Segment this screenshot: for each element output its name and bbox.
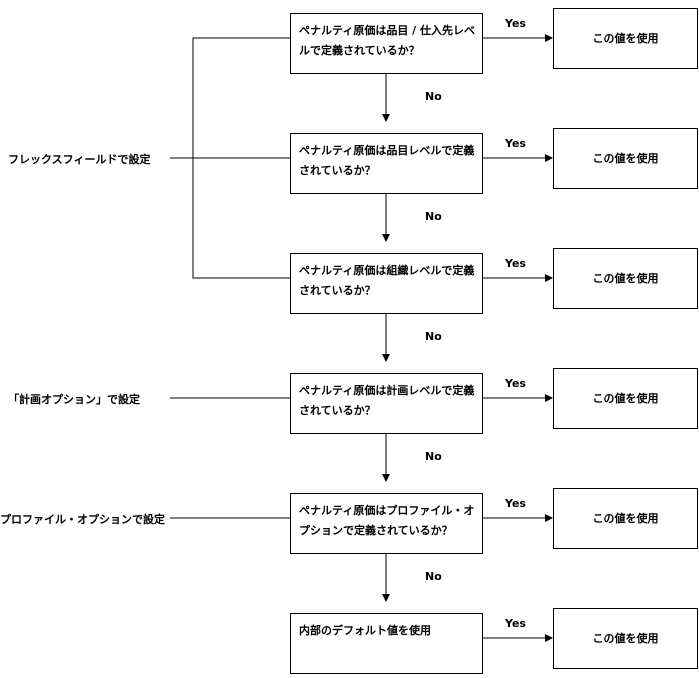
yes-label: Yes <box>505 137 526 150</box>
decision-plan-level: ペナルティ原価は計画レベルで定義されているか？ <box>290 373 483 434</box>
source-profile-option-label: プロファイル・オプションで設定 <box>0 513 165 526</box>
yes-label: Yes <box>505 377 526 390</box>
yes-label: Yes <box>505 617 526 630</box>
decision-text: ペナルティ原価は組織レベルで定義されているか？ <box>299 264 475 297</box>
decision-item-supplier: ペナルティ原価は品目 / 仕入先レベルで定義されているか？ <box>290 13 483 74</box>
result-box: この値を使用 <box>553 608 698 669</box>
source-plan-options-label: 「計画オプション」で設定 <box>8 393 140 406</box>
no-label: No <box>425 450 442 463</box>
result-box: この値を使用 <box>553 368 698 429</box>
yes-label: Yes <box>505 497 526 510</box>
yes-label: Yes <box>505 257 526 270</box>
result-text: この値を使用 <box>592 631 659 645</box>
decision-item-level: ペナルティ原価は品目レベルで定義されているか？ <box>290 133 483 194</box>
source-flexfield-label: フレックスフィールドで設定 <box>8 153 151 166</box>
no-label: No <box>425 570 442 583</box>
decision-profile-option: ペナルティ原価はプロファイル・オプションで定義されているか？ <box>290 493 483 554</box>
result-box: この値を使用 <box>553 488 698 549</box>
no-label: No <box>425 330 442 343</box>
result-box: この値を使用 <box>553 128 698 189</box>
decision-text: ペナルティ原価は品目 / 仕入先レベルで定義されているか？ <box>299 24 476 57</box>
result-text: この値を使用 <box>592 271 659 285</box>
no-label: No <box>425 210 442 223</box>
result-text: この値を使用 <box>592 31 659 45</box>
decision-text: ペナルティ原価は品目レベルで定義されているか？ <box>299 144 475 177</box>
yes-label: Yes <box>505 17 526 30</box>
decision-text: ペナルティ原価はプロファイル・オプションで定義されているか？ <box>299 504 475 537</box>
result-text: この値を使用 <box>592 151 659 165</box>
result-box: この値を使用 <box>553 248 698 309</box>
process-internal-default: 内部のデフォルト値を使用 <box>290 613 483 674</box>
result-text: この値を使用 <box>592 511 659 525</box>
result-text: この値を使用 <box>592 391 659 405</box>
result-box: この値を使用 <box>553 8 698 69</box>
process-text: 内部のデフォルト値を使用 <box>299 624 431 637</box>
decision-text: ペナルティ原価は計画レベルで定義されているか？ <box>299 384 475 417</box>
no-label: No <box>425 90 442 103</box>
decision-org-level: ペナルティ原価は組織レベルで定義されているか？ <box>290 253 483 314</box>
